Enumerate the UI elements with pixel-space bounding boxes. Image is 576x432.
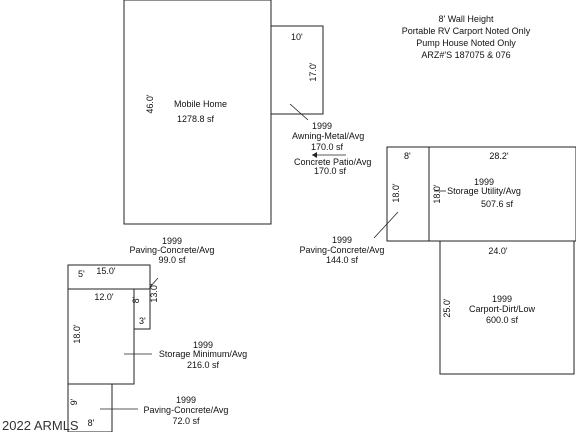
patio-leader-arrow bbox=[312, 152, 317, 158]
storage-utility-area: 507.6 sf bbox=[481, 199, 514, 209]
paving-bottom-height-dim: 9' bbox=[69, 398, 79, 405]
paving-right-leader bbox=[373, 211, 399, 239]
note-pump-house: Pump House Noted Only bbox=[416, 38, 516, 48]
paving-right-year: 1999 bbox=[332, 235, 352, 245]
storage-min-year: 1999 bbox=[193, 340, 213, 350]
storage-min-area: 216.0 sf bbox=[187, 360, 220, 370]
watermark: 2022 ARMLS bbox=[2, 418, 79, 432]
mobile-home-area: 1278.8 sf bbox=[177, 114, 215, 124]
awning-year: 1999 bbox=[312, 121, 332, 131]
note-arz-numbers: ARZ#'S 187075 & 076 bbox=[421, 50, 510, 60]
awning-name: Awning-Metal/Avg bbox=[292, 131, 364, 141]
mobile-home-label: Mobile Home bbox=[174, 99, 227, 109]
note-wall-height: 8' Wall Height bbox=[439, 14, 494, 24]
mobile-home-height-dim: 46.0' bbox=[145, 94, 155, 114]
paving-bottom-width-dim: 8' bbox=[88, 418, 95, 428]
paving-bottom-year: 1999 bbox=[176, 395, 196, 405]
carport-area: 600.0 sf bbox=[486, 315, 519, 325]
paving-right-width-dim: 8' bbox=[404, 151, 411, 161]
paving-right-height-dim: 18.0' bbox=[391, 183, 401, 203]
carport-width-dim: 24.0' bbox=[488, 246, 508, 256]
carport-name: Carport-Dirt/Low bbox=[469, 304, 536, 314]
carport-height-dim: 25.0' bbox=[442, 298, 452, 318]
paving-bottom-area: 72.0 sf bbox=[172, 416, 200, 426]
awning-height-dim: 17.0' bbox=[308, 62, 318, 82]
storage-min-name: Storage Minimum/Avg bbox=[159, 349, 247, 359]
awning-width-dim: 10' bbox=[291, 32, 303, 42]
paving-top-left-dim-d: 13.0' bbox=[149, 283, 159, 303]
awning-area: 170.0 sf bbox=[311, 142, 344, 152]
storage-utility-height-dim: 18.0' bbox=[432, 184, 442, 204]
patio-name: Concrete Patio/Avg bbox=[294, 157, 371, 167]
paving-top-left-dim-c: 8' bbox=[131, 296, 141, 303]
storage-utility-width-dim: 28.2' bbox=[489, 151, 509, 161]
paving-top-left-year: 1999 bbox=[162, 236, 182, 246]
paving-bottom-outline bbox=[67, 383, 113, 432]
paving-bottom-name: Paving-Concrete/Avg bbox=[144, 405, 229, 415]
paving-top-left-dim-b: 15.0' bbox=[96, 266, 116, 276]
paving-top-left-name: Paving-Concrete/Avg bbox=[130, 245, 215, 255]
note-rv-carport: Portable RV Carport Noted Only bbox=[402, 26, 531, 36]
patio-area: 170.0 sf bbox=[314, 166, 347, 176]
storage-utility-year: 1999 bbox=[474, 177, 494, 187]
awning-outline bbox=[270, 25, 324, 115]
storage-utility-name: Storage Utility/Avg bbox=[447, 186, 521, 196]
awning-leader bbox=[289, 103, 309, 121]
paving-top-left-dim-a: 5' bbox=[78, 269, 85, 279]
carport-outline bbox=[439, 240, 575, 375]
paving-right-name: Paving-Concrete/Avg bbox=[300, 245, 385, 255]
paving-top-left-dim-e: 3' bbox=[139, 316, 146, 326]
paving-right-area: 144.0 sf bbox=[326, 255, 359, 265]
paving-top-left-leader bbox=[149, 277, 159, 288]
carport-year: 1999 bbox=[492, 294, 512, 304]
storage-min-height-dim: 18.0' bbox=[72, 324, 82, 344]
storage-min-width-dim: 12.0' bbox=[94, 292, 114, 302]
paving-top-left-area: 99.0 sf bbox=[158, 255, 186, 265]
